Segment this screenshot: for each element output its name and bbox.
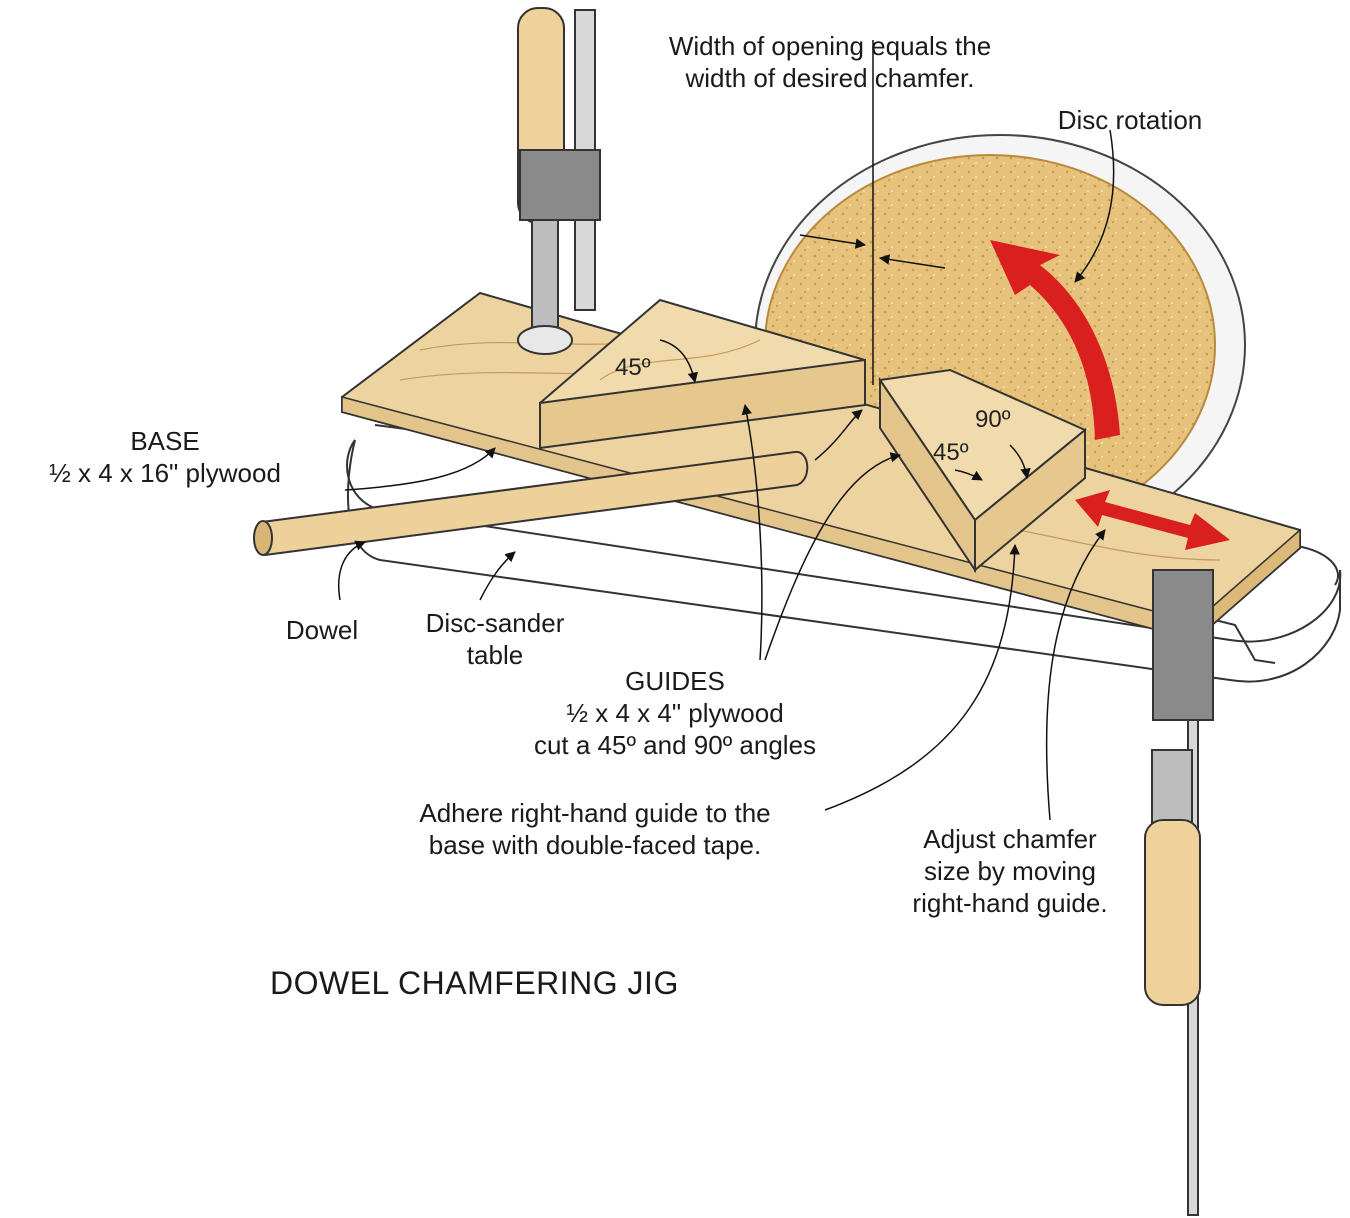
leader-lines <box>338 129 1115 821</box>
left-guide <box>539 298 866 450</box>
diagram-title: DOWEL CHAMFERING JIG <box>270 965 679 1001</box>
adjust-label: Adjust chamfer size by moving right-hand… <box>912 824 1108 918</box>
adhere-label: Adhere right-hand guide to the base with… <box>419 798 771 860</box>
right-clamp <box>1144 569 1214 1216</box>
table-label: Disc-sander table <box>425 608 565 670</box>
opening-label: Width of opening equals the width of des… <box>668 31 992 93</box>
opening-dimension <box>799 40 946 385</box>
adjust-double-arrow <box>1075 490 1230 550</box>
angle-right-guide-top: 90º <box>975 406 1011 433</box>
right-guide <box>878 368 1087 574</box>
disc-rotation-label: Disc rotation <box>1057 105 1203 135</box>
disc-rotation-arrow <box>990 240 1120 440</box>
angle-right-guide-bottom: 45º <box>933 439 969 466</box>
angle-left-guide: 45º <box>615 354 651 381</box>
dowel-label: Dowel <box>285 615 359 645</box>
left-clamp <box>517 7 601 355</box>
base-label: BASE ½ x 4 x 16" plywood <box>49 426 281 488</box>
guides-label: GUIDES ½ x 4 x 4" plywood cut a 45º and … <box>533 666 817 760</box>
dowel <box>253 451 809 557</box>
